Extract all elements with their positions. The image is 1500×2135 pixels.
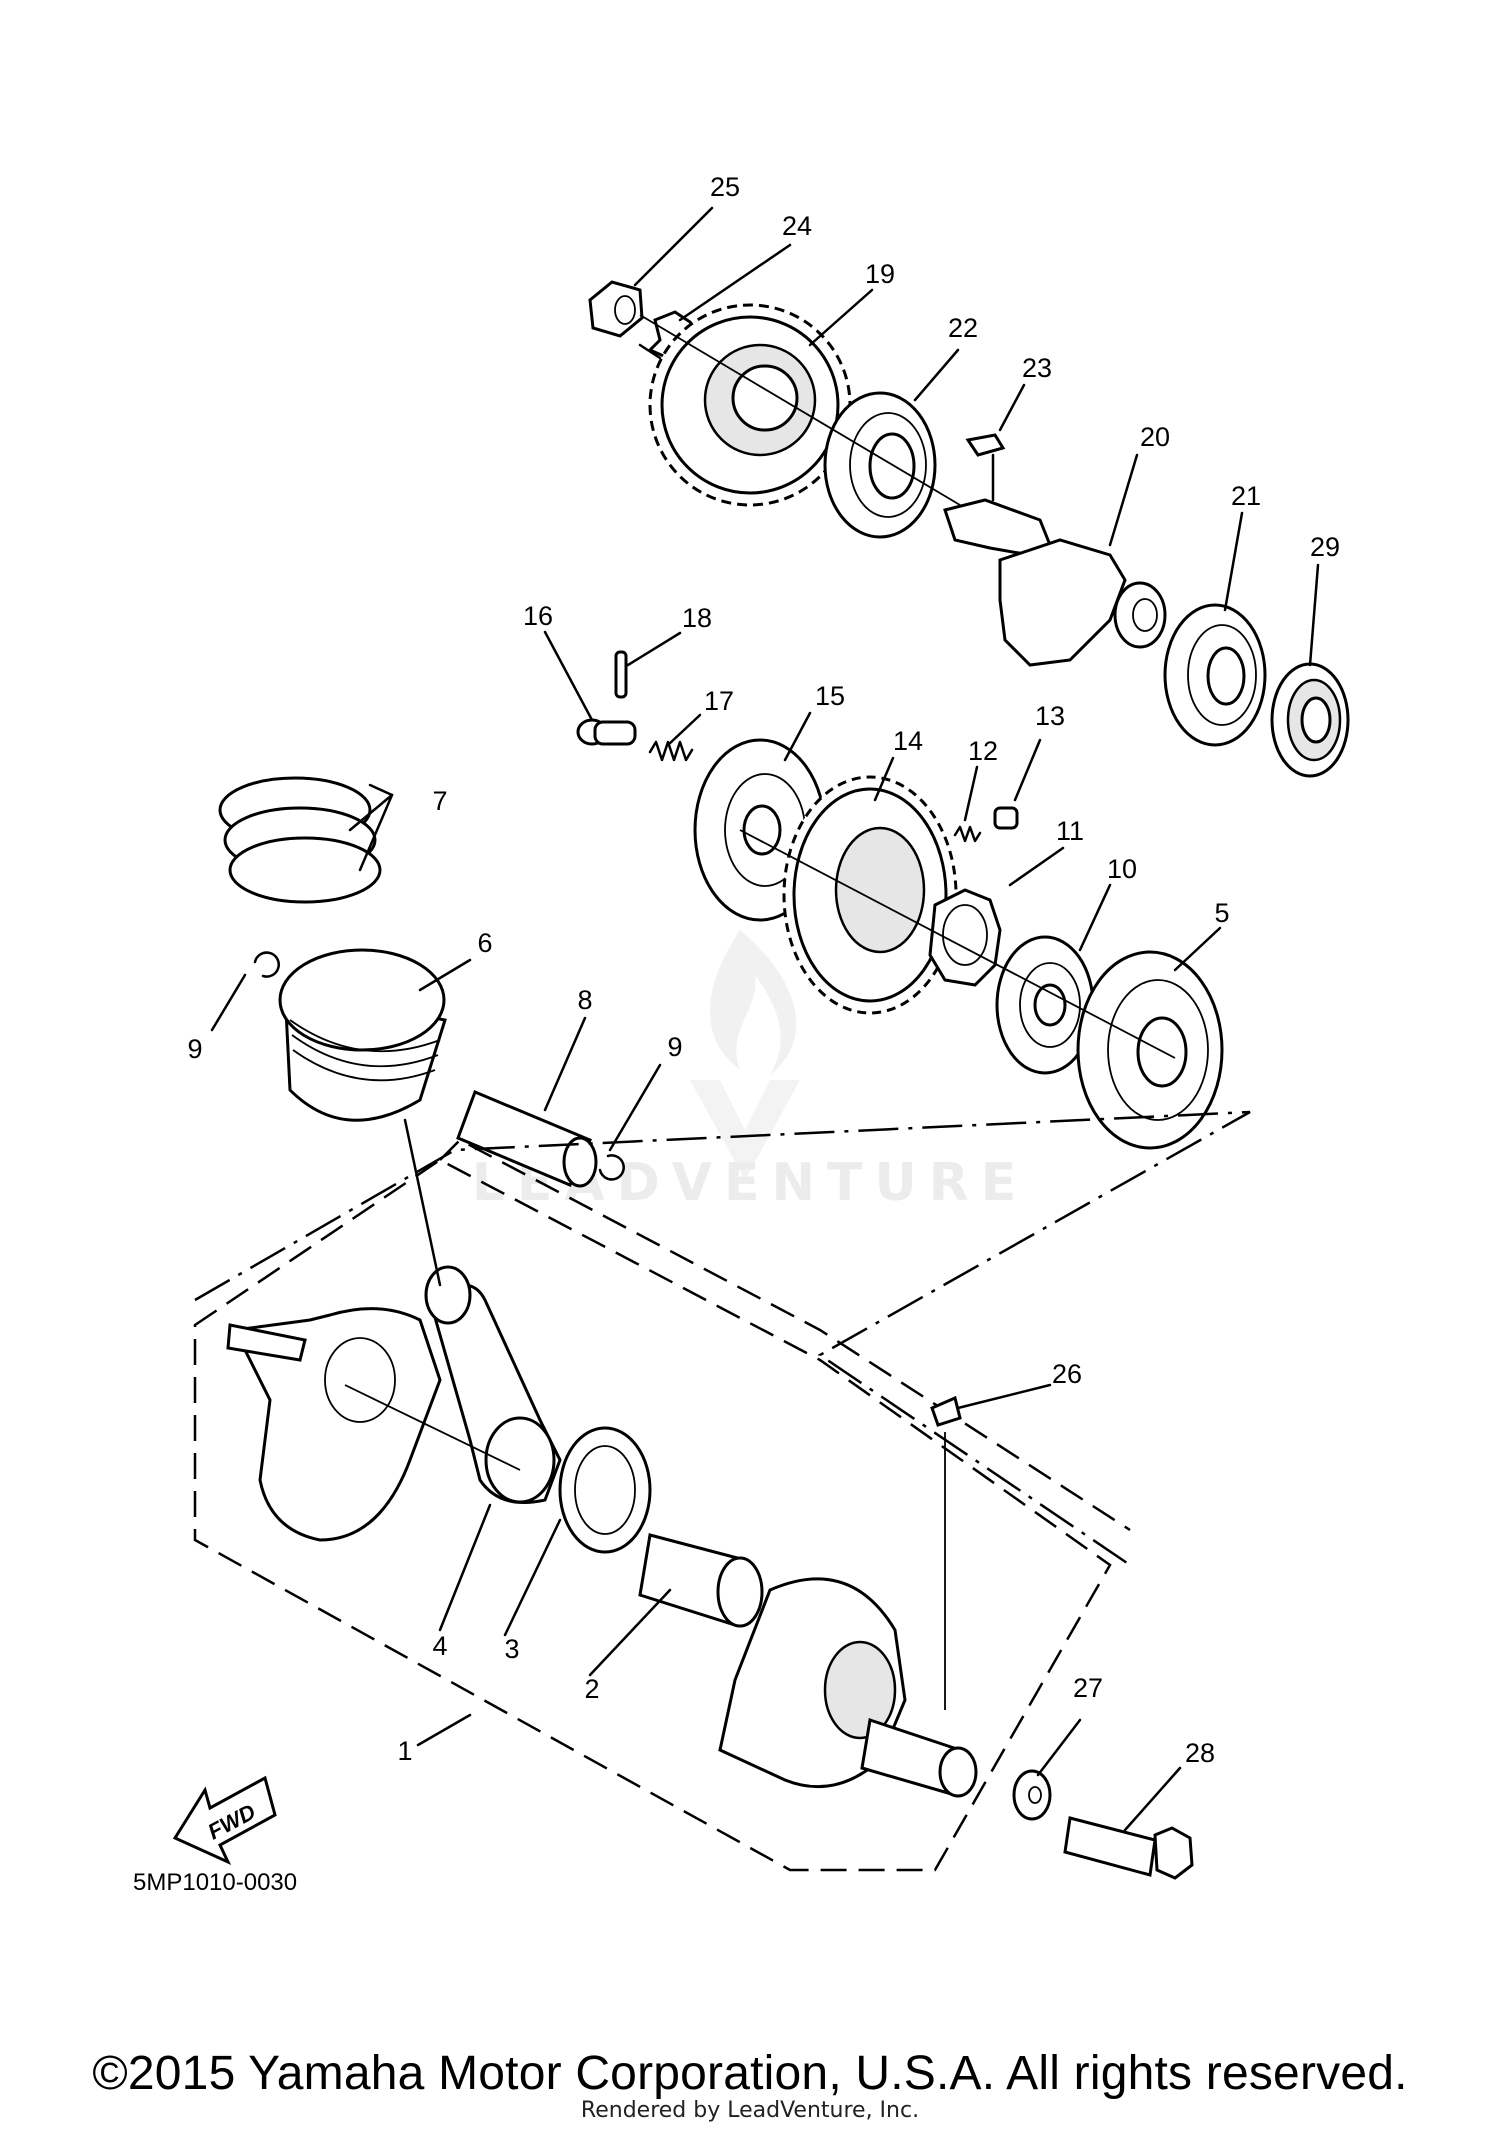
callout-6: 6 [477, 928, 492, 958]
callout-27: 27 [1073, 1673, 1103, 1703]
callout-3: 3 [504, 1634, 519, 1664]
callout-8: 8 [577, 985, 592, 1015]
part-9-clip-right[interactable] [598, 1154, 625, 1181]
callout-15: 15 [815, 681, 845, 711]
callout-11: 11 [1056, 816, 1084, 846]
watermark-logo [690, 930, 800, 1180]
part-3-needle-bearing[interactable] [558, 1426, 652, 1554]
part-23-woodruff-key[interactable] [965, 433, 1006, 457]
rendered-by-text: Rendered by LeadVenture, Inc. [580, 2098, 920, 2123]
callout-22: 22 [948, 313, 978, 343]
part-14-starter-wheel-gear[interactable] [782, 775, 958, 1015]
part-25-nut[interactable] [588, 280, 644, 338]
callout-29: 29 [1310, 532, 1340, 562]
callout-19: 19 [865, 259, 895, 289]
callout-26: 26 [1052, 1359, 1082, 1389]
part-9-clip[interactable] [253, 951, 280, 978]
callout-9-right: 9 [667, 1032, 682, 1062]
part-19-balancer-drive-gear[interactable] [648, 303, 852, 507]
callout-5: 5 [1214, 898, 1229, 928]
copyright-notice: ©2015 Yamaha Motor Corporation, U.S.A. A… [92, 2047, 1408, 2100]
part-29-bearing[interactable] [1270, 662, 1350, 778]
part-4-connecting-rod[interactable] [424, 1265, 562, 1504]
part-22-bearing[interactable] [823, 391, 937, 539]
callout-21: 21 [1231, 481, 1261, 511]
callout-10: 10 [1107, 854, 1137, 884]
part-8-piston-pin[interactable] [456, 1090, 598, 1188]
part-27-washer[interactable] [1012, 1769, 1052, 1821]
diagram-code: 5MP1010-0030 [133, 1869, 297, 1896]
callout-13: 13 [1035, 701, 1065, 731]
callout-23: 23 [1022, 353, 1052, 383]
callout-9-left: 9 [187, 1034, 202, 1064]
part-28-bolt[interactable] [1063, 1816, 1194, 1880]
part-5-bearing[interactable] [1076, 950, 1224, 1150]
callout-14: 14 [893, 726, 923, 756]
fwd-arrow-icon: FWD [172, 1775, 277, 1866]
part-13-roller[interactable] [993, 806, 1019, 830]
part-6-piston[interactable] [278, 948, 447, 1122]
part-11-one-way-clutch[interactable] [928, 888, 1002, 987]
part-26-key[interactable] [930, 1395, 962, 1427]
callout-1: 1 [397, 1736, 412, 1766]
callout-7: 7 [432, 786, 447, 816]
part-20-balancer-shaft[interactable] [943, 453, 1167, 667]
part-1-crank-left[interactable] [226, 1307, 442, 1542]
callout-4: 4 [432, 1631, 447, 1661]
part-2-crank-pin[interactable] [638, 1533, 764, 1628]
part-10-plate[interactable] [995, 935, 1095, 1075]
part-1-crank-right[interactable] [718, 1577, 978, 1798]
callout-18: 18 [682, 603, 712, 633]
callout-25: 25 [710, 172, 740, 202]
callout-28: 28 [1185, 1738, 1215, 1768]
part-12-spring[interactable] [953, 825, 982, 843]
leader-lines [210, 206, 1320, 1832]
callout-labels: 25 24 19 22 23 20 21 29 16 18 17 15 14 1… [187, 172, 1340, 1768]
callout-12: 12 [968, 736, 998, 766]
part-17-spring[interactable] [648, 740, 694, 762]
callout-20: 20 [1140, 422, 1170, 452]
callout-2: 2 [584, 1674, 599, 1704]
part-18-pin[interactable] [614, 650, 628, 699]
part-16-plunger[interactable] [576, 718, 637, 746]
part-7-piston-ring-set[interactable] [218, 776, 382, 904]
callout-16: 16 [523, 601, 553, 631]
part-21-bearing[interactable] [1163, 603, 1267, 747]
callout-24: 24 [782, 211, 812, 241]
callout-17: 17 [704, 686, 734, 716]
